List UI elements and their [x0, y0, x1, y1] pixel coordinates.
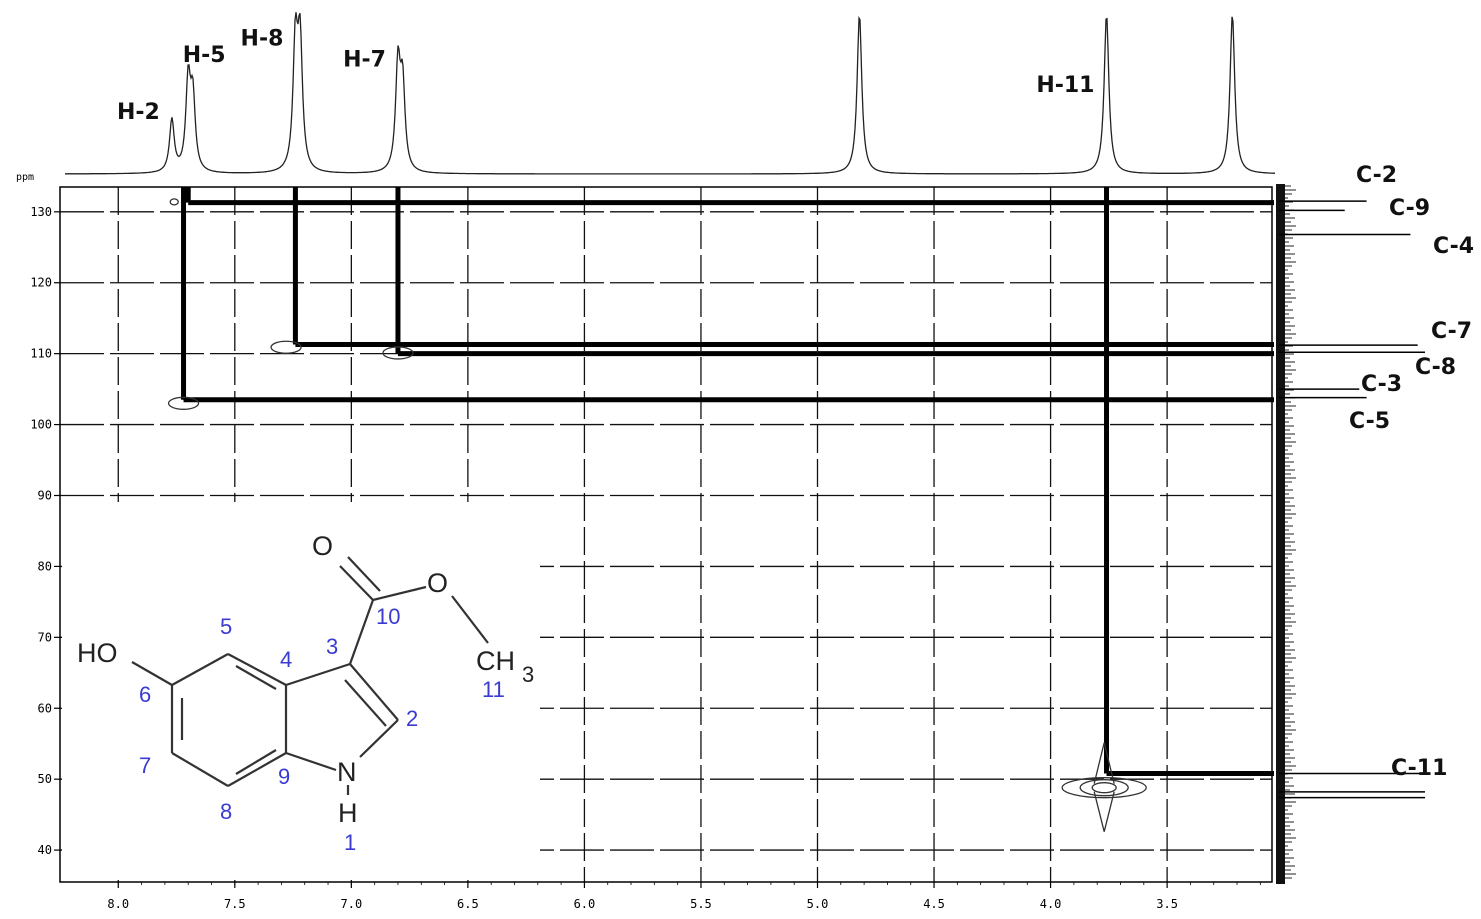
- y-tick-label-1: 120: [30, 276, 52, 290]
- cross-peak-1: [167, 396, 200, 410]
- carbon-baseline-band: [1276, 184, 1285, 884]
- x-tick-label-0: 8.0: [107, 897, 129, 911]
- carbon-label-7: C-11: [1391, 756, 1447, 781]
- x-tick-label-1: 7.5: [224, 897, 246, 911]
- atom-number-4: 4: [280, 647, 292, 672]
- carbon-label-1: C-9: [1389, 196, 1430, 221]
- structure-backdrop: [62, 502, 540, 880]
- plot-border: [59, 186, 1273, 883]
- carbon-peak-labels: C-2C-9C-4C-7C-8C-3C-5C-11: [1349, 163, 1474, 781]
- cross-peak-contour-outer: [1061, 777, 1147, 799]
- atom-o-ester: O: [427, 568, 448, 598]
- proton-label-1: H-5: [183, 43, 226, 68]
- y-tick-label-3: 100: [30, 418, 52, 432]
- cross-peak-2: [270, 340, 302, 354]
- x-tick-labels: 8.0 7.5 7.0 6.5 6.0 5.5 5.0 4.5 4.0 3.5: [107, 882, 1261, 911]
- molecule-structure: O O CH 3 HO N H 1 2 3 4 5 6 7 8 9 10 11: [62, 502, 540, 880]
- y-tick-label-5: 80: [38, 559, 52, 573]
- y-tick-label-7: 60: [38, 701, 52, 715]
- y-tick-label-9: 40: [38, 843, 52, 857]
- atom-h: H: [338, 798, 358, 828]
- correlation-lines: [181, 187, 1274, 776]
- atom-number-7: 7: [139, 753, 151, 778]
- cross-peaks: [167, 198, 1147, 832]
- y-tick-label-0: 130: [30, 205, 52, 219]
- atom-ch3-subscript: 3: [522, 662, 534, 687]
- proton-label-5: H-7: [343, 47, 386, 72]
- carbon-spectrum: [1276, 184, 1425, 884]
- x-tick-label-3: 6.5: [457, 897, 479, 911]
- proton-spectrum: [65, 12, 1276, 175]
- x-tick-label-8: 4.0: [1040, 897, 1062, 911]
- carbon-label-0: C-2: [1356, 163, 1397, 188]
- cross-peak-3: [382, 346, 414, 360]
- y-tick-label-4: 90: [38, 488, 52, 502]
- cross-peak-contour-inner: [1091, 782, 1117, 794]
- atom-ch3: CH: [476, 646, 515, 676]
- x-tick-label-7: 4.5: [923, 897, 945, 911]
- atom-number-9: 9: [278, 764, 290, 789]
- atom-ho: HO: [77, 638, 118, 668]
- atom-number-1: 1: [344, 830, 356, 855]
- x-tick-label-4: 6.0: [574, 897, 596, 911]
- carbon-label-4: C-8: [1415, 355, 1456, 380]
- proton-label-8: H-11: [1036, 73, 1094, 98]
- proton-label-3: H-8: [241, 27, 284, 52]
- x-tick-label-5: 5.5: [690, 897, 712, 911]
- atom-number-6: 6: [139, 682, 151, 707]
- cross-peak-contour-spike: [1093, 742, 1115, 832]
- carbon-label-3: C-7: [1431, 319, 1472, 344]
- y-tick-label-6: 70: [38, 630, 52, 644]
- x-tick-label-2: 7.0: [341, 897, 363, 911]
- carbon-label-6: C-5: [1349, 409, 1390, 434]
- atom-number-3: 3: [326, 634, 338, 659]
- plot-frame: [59, 186, 1273, 883]
- proton-peak-labels: H-2 H-5 H-8H-7H-11: [117, 27, 1094, 126]
- axis-unit-label: ppm: [16, 172, 34, 183]
- atom-o-carbonyl: O: [312, 531, 333, 561]
- atom-number-5: 5: [220, 614, 232, 639]
- cross-peak-contour-mid: [1079, 779, 1129, 797]
- carbon-label-2: C-4: [1433, 234, 1474, 259]
- atom-number-2: 2: [406, 706, 418, 731]
- proton-trace: [65, 12, 1276, 175]
- x-tick-label-9: 3.5: [1156, 897, 1178, 911]
- y-tick-label-8: 50: [38, 772, 52, 786]
- atom-number-10: 10: [376, 604, 400, 629]
- atom-number-11: 11: [482, 677, 505, 702]
- carbon-label-5: C-3: [1361, 372, 1402, 397]
- x-tick-label-6: 5.0: [807, 897, 829, 911]
- y-tick-labels: 130 120 110 100 90 80 70 60 50 40: [30, 205, 60, 857]
- proton-label-0: H-2: [117, 100, 160, 125]
- atom-number-8: 8: [220, 799, 232, 824]
- atom-n: N: [337, 757, 357, 787]
- structure-bonds: [131, 556, 489, 795]
- y-tick-label-2: 110: [30, 347, 52, 361]
- cross-peak-0: [169, 198, 179, 206]
